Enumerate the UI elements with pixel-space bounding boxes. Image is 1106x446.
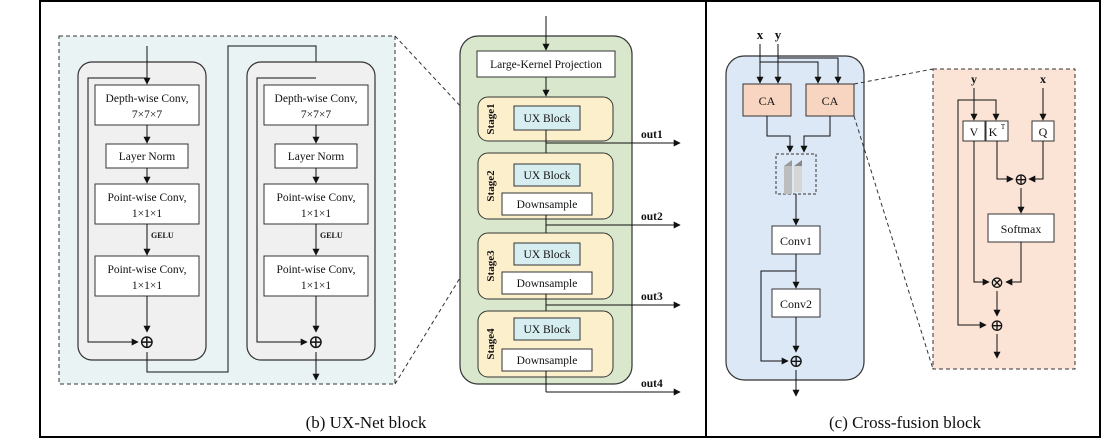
depthwise-conv-label: Depth-wise Conv, [106, 93, 189, 105]
pointwise-conv-label: Point-wise Conv, [276, 264, 355, 276]
pointwise-kernel-label: 1×1×1 [301, 208, 331, 220]
stage-1-label: Stage1 [485, 103, 497, 134]
stage-3-label: Stage3 [485, 250, 497, 282]
pointwise-kernel-label: 1×1×1 [132, 208, 162, 220]
k-transpose-label: T [1001, 123, 1006, 131]
ux-block-label: UX Block [524, 324, 571, 336]
layer-norm-box [105, 143, 189, 169]
attention-mul-node: ⊗ [990, 273, 1004, 292]
pointwise-conv-label: Point-wise Conv, [107, 264, 186, 276]
pointwise-conv-label: Point-wise Conv, [276, 192, 355, 204]
pointwise-kernel-label: 1×1×1 [301, 280, 331, 292]
q-label: Q [1039, 125, 1048, 139]
depthwise-kernel-label: 7×7×7 [132, 109, 162, 121]
ux-block-box [513, 317, 581, 341]
conv1-label: Conv1 [780, 234, 812, 248]
stage-2-label: Stage2 [485, 170, 497, 202]
ux-block-box [513, 105, 581, 131]
ux-detail-block-left: Depth-wise Conv, 7×7×7 Layer Norm Point-… [77, 45, 320, 373]
stage-1: Stage1 UX Block [477, 96, 614, 142]
ca-right-label: CA [822, 94, 839, 108]
downsample-box [501, 192, 593, 216]
attention-input-x: x [1040, 72, 1046, 86]
attention-add-node-1: ⊕ [1014, 170, 1028, 189]
caption-cross-fusion: (c) Cross-fusion block [829, 413, 982, 432]
depthwise-kernel-label: 7×7×7 [301, 109, 331, 121]
input-x-label: x [757, 27, 764, 42]
pointwise-kernel-label: 1×1×1 [132, 280, 162, 292]
pointwise-conv-box-2 [94, 255, 200, 297]
downsample-label: Downsample [517, 355, 578, 367]
gelu-label: GELU [151, 231, 174, 240]
large-kernel-projection-label: Large-Kernel Projection [490, 59, 602, 71]
conv2-label: Conv2 [780, 297, 812, 311]
downsample-label: Downsample [517, 199, 578, 211]
add-node: ⊕ [308, 332, 324, 353]
out3-label: out3 [641, 291, 663, 303]
stage-2: Stage2 UX Block Downsample [477, 152, 614, 220]
softmax-box [987, 213, 1055, 243]
gelu-label: GELU [320, 231, 343, 240]
out1-label: out1 [641, 129, 663, 141]
v-label: V [970, 125, 979, 139]
pointwise-conv-box-1 [94, 183, 200, 225]
downsample-box [501, 348, 593, 372]
out2-label: out2 [641, 211, 663, 223]
softmax-label: Softmax [1001, 222, 1042, 236]
outer-frame [39, 0, 1101, 438]
ux-detail-block-right: Depth-wise Conv, 7×7×7 Layer Norm Point-… [246, 61, 376, 381]
depthwise-conv-box [263, 84, 369, 126]
attention-add-node-2: ⊕ [990, 316, 1004, 335]
pointwise-conv-box-1 [263, 183, 369, 225]
depthwise-conv-box [94, 84, 200, 126]
conv1-box [771, 225, 821, 255]
ux-block-label: UX Block [524, 170, 571, 182]
ux-block-box [513, 242, 581, 266]
conv2-box [771, 288, 821, 318]
fusion-add-node: ⊕ [788, 351, 803, 371]
k-label: K [989, 125, 998, 139]
ca-left-label: CA [759, 94, 776, 108]
stage-4: Stage4 UX Block Downsample [477, 310, 614, 378]
large-kernel-projection-box [476, 50, 616, 78]
layer-norm-label: Layer Norm [119, 151, 176, 163]
input-y-label: y [775, 27, 782, 42]
caption-ux-net: (b) UX-Net block [306, 413, 427, 432]
downsample-box [501, 271, 593, 295]
ux-block-label: UX Block [524, 113, 571, 125]
layer-norm-label: Layer Norm [288, 151, 345, 163]
concat-feature-icon [775, 153, 817, 195]
downsample-label: Downsample [517, 278, 578, 290]
ux-block-box [513, 163, 581, 187]
stage-4-label: Stage4 [485, 328, 497, 360]
add-node: ⊕ [139, 332, 155, 353]
zoom-guide-top [394, 35, 521, 171]
attention-input-y: y [971, 72, 977, 86]
layer-norm-box [274, 143, 358, 169]
ux-block-label: UX Block [524, 249, 571, 261]
pointwise-conv-box-2 [263, 255, 369, 297]
out4-label: out4 [641, 378, 663, 390]
depthwise-conv-label: Depth-wise Conv, [275, 93, 358, 105]
zoom-guide-bottom [853, 115, 934, 370]
pointwise-conv-label: Point-wise Conv, [107, 192, 186, 204]
zoom-guide-top [853, 68, 934, 85]
stage-3: Stage3 UX Block Downsample [477, 232, 614, 300]
